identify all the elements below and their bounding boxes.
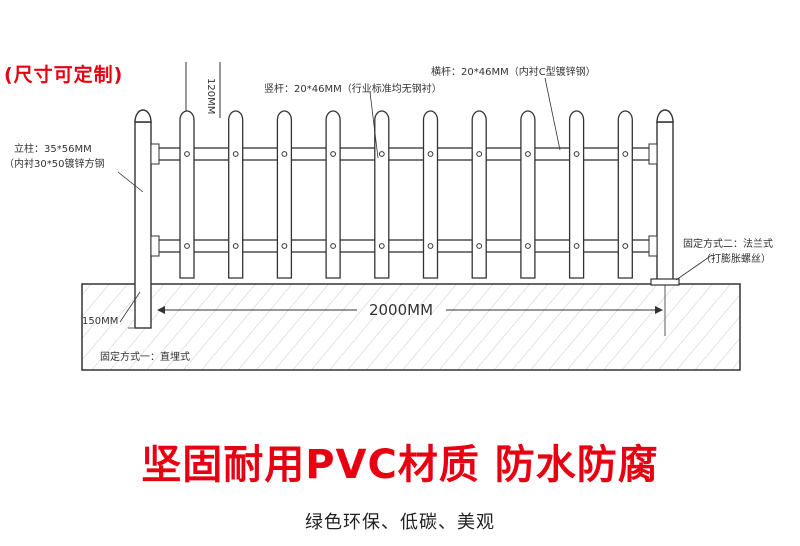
method1-leader xyxy=(119,291,141,323)
rail-leader xyxy=(544,77,561,151)
method1-label: 固定方式一：直埋式 xyxy=(100,350,190,363)
post-height-label: 120MM xyxy=(205,78,216,114)
method2-label-line2: （打膨胀螺丝） xyxy=(701,252,771,265)
picket xyxy=(471,110,487,279)
customizable-note: (尺寸可定制) xyxy=(4,64,124,86)
length-label: 2000MM xyxy=(369,301,433,319)
method2-leader xyxy=(675,254,713,281)
picket xyxy=(520,110,536,279)
left-post xyxy=(134,109,160,329)
picket xyxy=(374,110,390,279)
picket xyxy=(617,110,633,279)
method2-label-line1: 固定方式二：法兰式 xyxy=(683,237,773,250)
flange-base xyxy=(650,278,680,286)
picket xyxy=(179,110,195,279)
vertical-bar-leader xyxy=(369,91,379,159)
post-label-line2: （内衬30*50镀锌方钢 xyxy=(4,157,104,170)
post-leader xyxy=(117,171,144,193)
rail-label: 横杆：20*46MM（内衬C型镀锌钢） xyxy=(431,65,596,78)
subslogan: 绿色环保、低碳、美观 xyxy=(305,512,495,533)
ground-block xyxy=(81,283,741,371)
vertical-bar-label: 竖杆：20*46MM（行业标准均无钢衬） xyxy=(264,82,442,95)
picket xyxy=(568,110,585,279)
pickets xyxy=(179,110,633,279)
right-post xyxy=(648,109,680,286)
slogan: 坚固耐用PVC材质 防水防腐 xyxy=(141,442,659,488)
picket xyxy=(422,110,439,279)
picket xyxy=(325,110,341,279)
picket xyxy=(276,110,293,279)
post-label-line1: 立柱：35*56MM xyxy=(14,142,92,155)
picket xyxy=(228,110,244,279)
depth-label: 150MM xyxy=(82,316,118,327)
